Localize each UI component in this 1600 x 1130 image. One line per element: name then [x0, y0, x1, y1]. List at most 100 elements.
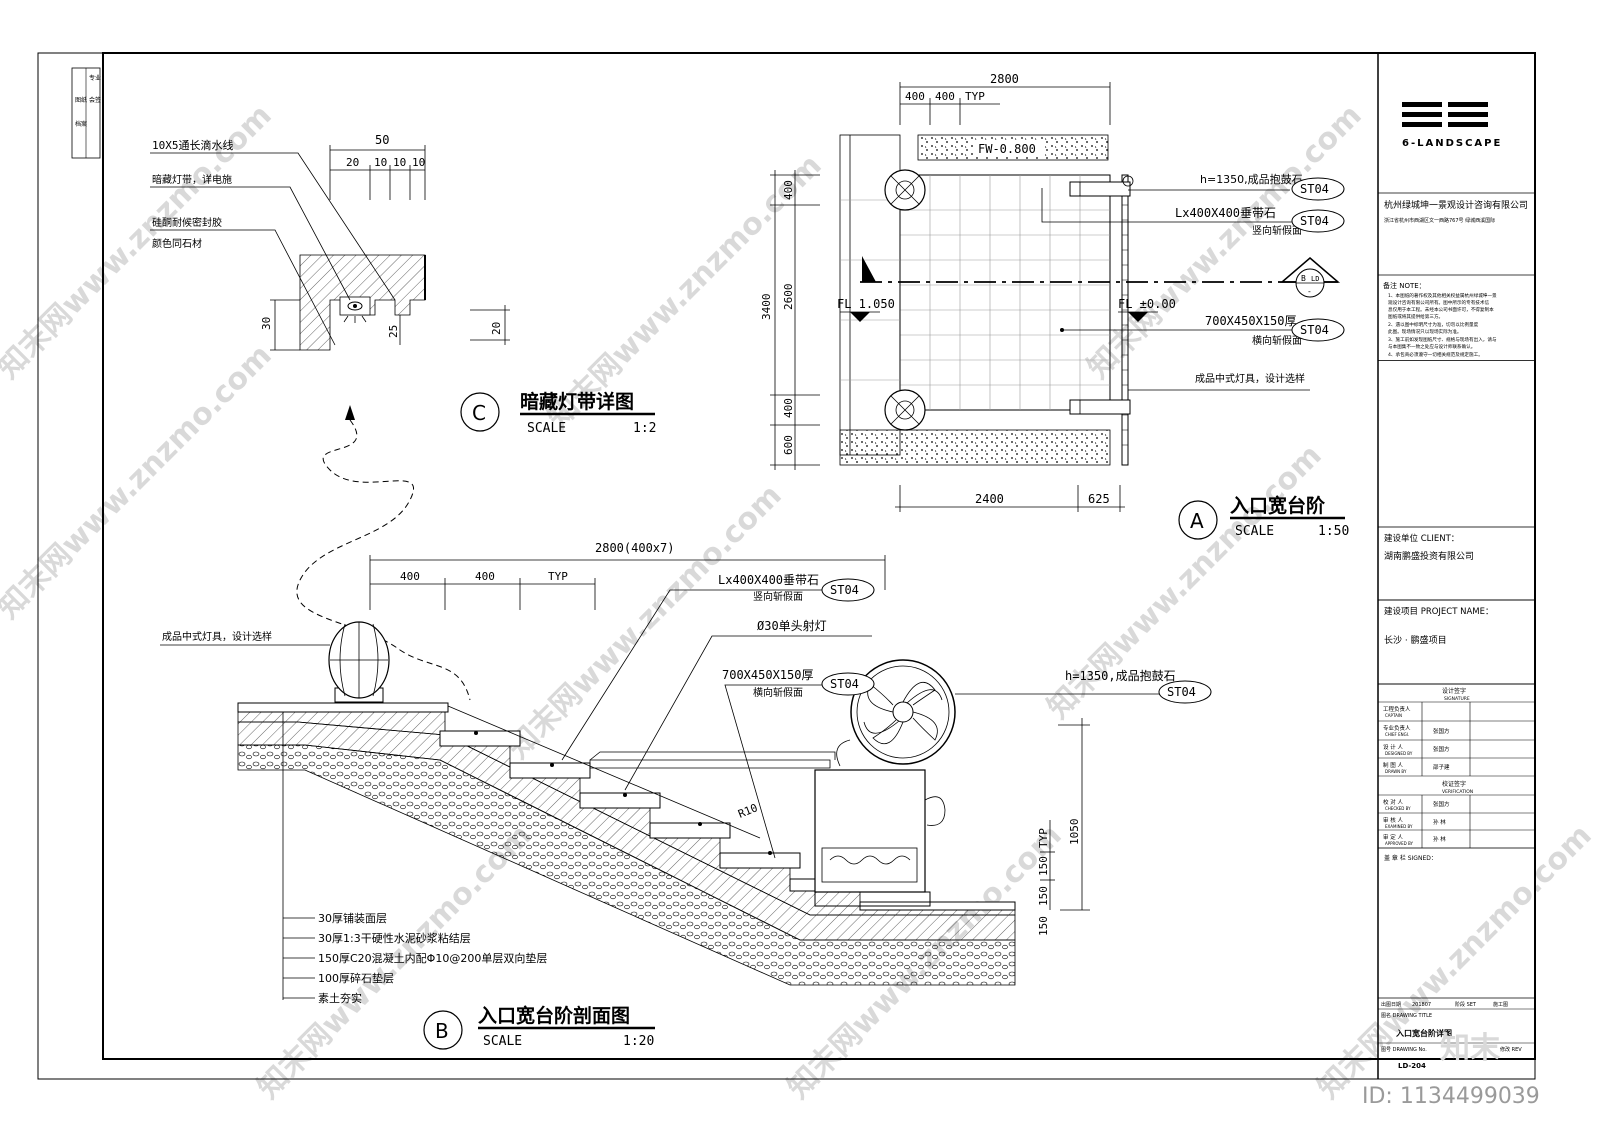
signature-table: 设计签字 SIGNATURE 工程负责人 CAPTAIN 专业负责人 CHIEF…	[1377, 683, 1536, 849]
svg-text:150: 150	[1037, 886, 1050, 906]
watermark-logo: 知末	[1440, 1031, 1500, 1066]
svg-text:150: 150	[1037, 856, 1050, 876]
svg-text:制 图 人: 制 图 人	[1383, 761, 1403, 769]
svg-text:FL 1.050: FL 1.050	[837, 297, 895, 311]
svg-text:APPROVED BY: APPROVED BY	[1385, 841, 1414, 846]
svg-text:400: 400	[400, 570, 420, 583]
svg-text:150厚C20混凝土内配Φ10@200单层双向垫层: 150厚C20混凝土内配Φ10@200单层双向垫层	[318, 951, 547, 965]
svg-text:阶段 SET: 阶段 SET	[1455, 1001, 1477, 1008]
svg-text:B: B	[1301, 274, 1306, 283]
svg-text:1、本图纸的著作权及其他相关权益属杭州绿城坤一景: 1、本图纸的著作权及其他相关权益属杭州绿城坤一景	[1388, 292, 1497, 299]
svg-text:2400: 2400	[975, 492, 1004, 506]
watermark: 知末网www.znzmo.com	[501, 478, 789, 766]
svg-text:400: 400	[475, 570, 495, 583]
svg-text:专业负责人: 专业负责人	[1383, 724, 1411, 732]
svg-text:Lx400X400垂带石: Lx400X400垂带石	[718, 573, 819, 587]
svg-text:邵子建: 邵子建	[1433, 763, 1450, 771]
side-strip: 专业 会签 图纸 档案	[71, 67, 101, 159]
svg-text:30: 30	[260, 317, 273, 330]
svg-text:1050: 1050	[1068, 819, 1081, 846]
svg-text:暗藏灯带，详电施: 暗藏灯带，详电施	[152, 173, 232, 186]
svg-text:FL ±0.00: FL ±0.00	[1118, 297, 1176, 311]
svg-text:SIGNATURE: SIGNATURE	[1444, 696, 1470, 702]
detail-a: 2800 400 400 TYP FW-0.800	[760, 72, 1349, 540]
svg-text:SCALE: SCALE	[527, 421, 566, 436]
svg-text:A: A	[1190, 509, 1204, 533]
svg-text:施工图: 施工图	[1493, 1001, 1508, 1008]
svg-text:图纸: 图纸	[75, 96, 87, 104]
svg-text:档案: 档案	[75, 120, 87, 128]
svg-text:成品中式灯具，设计选样: 成品中式灯具，设计选样	[1195, 372, 1305, 385]
svg-text:625: 625	[1088, 492, 1110, 506]
svg-text:与本图集不一致之处应与设计师联系确认。: 与本图集不一致之处应与设计师联系确认。	[1388, 343, 1475, 350]
svg-text:600: 600	[782, 435, 795, 455]
svg-text:2800: 2800	[990, 72, 1019, 86]
svg-text:25: 25	[387, 325, 400, 338]
drawing-number: LD-204	[1398, 1062, 1426, 1070]
svg-text:硅酮耐候密封胶: 硅酮耐候密封胶	[152, 216, 222, 229]
svg-text:息仅用于本工程。未经本公司书面许可，不得复制本: 息仅用于本工程。未经本公司书面许可，不得复制本	[1388, 306, 1494, 313]
svg-text:400: 400	[905, 90, 925, 103]
svg-text:审 核 人: 审 核 人	[1383, 816, 1403, 824]
svg-text:150: 150	[1037, 916, 1050, 936]
svg-text:张国方: 张国方	[1433, 745, 1450, 753]
watermark: 知末网www.znzmo.com	[0, 338, 279, 626]
svg-text:出图日期: 出图日期	[1381, 1001, 1401, 1008]
svg-text:Lx400X400垂带石: Lx400X400垂带石	[1175, 206, 1276, 220]
svg-text:VERIFICATION: VERIFICATION	[1442, 789, 1473, 795]
notes-list: 1、本图纸的著作权及其他相关权益属杭州绿城坤一景 观设计咨询有限公司所有。图中所…	[1388, 292, 1497, 358]
detail-b: 2800(400x7) 400 400 TYP	[160, 541, 1212, 1050]
svg-text:h=1350,成品抱鼓石: h=1350,成品抱鼓石	[1200, 172, 1303, 186]
svg-text:2600: 2600	[782, 284, 795, 311]
svg-text:FW-0.800: FW-0.800	[978, 142, 1036, 156]
svg-text:工程负责人: 工程负责人	[1383, 705, 1411, 713]
title-block: 6-LANDSCAPE 杭州绿城坤一景观设计咨询有限公司 浙江省杭州市西湖区文一…	[1377, 53, 1536, 1079]
svg-text:TYP: TYP	[1037, 828, 1050, 848]
client-value: 湖南鹏盛投资有限公司	[1384, 550, 1474, 562]
svg-text:-: -	[1307, 287, 1312, 296]
svg-text:LD: LD	[1311, 275, 1319, 283]
svg-text:ST04: ST04	[1300, 182, 1329, 196]
svg-text:TYP: TYP	[965, 90, 985, 103]
svg-text:竖向斩假面: 竖向斩假面	[1252, 224, 1302, 237]
svg-text:校证签字: 校证签字	[1442, 780, 1466, 788]
stamp-label: 盖 章 栏 SIGNED：	[1384, 854, 1437, 862]
project-value: 长沙 · 鹏盛项目	[1384, 634, 1447, 646]
detail-a-title: 入口宽台阶	[1230, 494, 1326, 517]
svg-text:DESIGNED BY: DESIGNED BY	[1385, 751, 1413, 756]
svg-text:DRAWN BY: DRAWN BY	[1385, 769, 1407, 774]
svg-text:专业: 专业	[89, 74, 101, 82]
svg-text:图纸或将其提供给第三方。: 图纸或将其提供给第三方。	[1388, 313, 1443, 320]
svg-text:图名 DRAWING TITLE: 图名 DRAWING TITLE	[1381, 1012, 1432, 1019]
svg-text:CAPTAIN: CAPTAIN	[1385, 713, 1402, 718]
drawing-info: 出图日期 201807 阶段 SET 施工图 图名 DRAWING TITLE …	[1378, 997, 1535, 1070]
layer-labels: 30厚铺装面层 30厚1:3干硬性水泥砂浆粘结层 150厚C20混凝土内配Φ10…	[283, 912, 547, 1005]
logo-text: 6-LANDSCAPE	[1402, 138, 1502, 149]
svg-text:100厚碎石垫层: 100厚碎石垫层	[318, 971, 394, 985]
detail-c: 50 20 10 10 10 30 25 20 10X5通长滴水线	[150, 133, 656, 436]
svg-text:1:20: 1:20	[623, 1034, 654, 1049]
svg-text:Ø30单头射灯: Ø30单头射灯	[757, 618, 827, 633]
svg-text:观设计咨询有限公司所有。图中所示的专有技术信: 观设计咨询有限公司所有。图中所示的专有技术信	[1388, 299, 1489, 306]
svg-text:h=1350,成品抱鼓石: h=1350,成品抱鼓石	[1065, 668, 1176, 683]
svg-text:50: 50	[375, 133, 389, 147]
svg-text:ST04: ST04	[1300, 214, 1329, 228]
svg-text:10: 10	[374, 156, 387, 169]
company-name: 杭州绿城坤一景观设计咨询有限公司	[1384, 199, 1528, 211]
svg-text:成品中式灯具，设计选样: 成品中式灯具，设计选样	[162, 630, 272, 643]
svg-text:10: 10	[393, 156, 406, 169]
svg-text:SCALE: SCALE	[483, 1034, 522, 1049]
svg-text:孙 林: 孙 林	[1433, 818, 1446, 826]
svg-text:孙 林: 孙 林	[1433, 835, 1446, 843]
svg-text:会签: 会签	[89, 96, 101, 104]
svg-text:ST04: ST04	[1167, 685, 1196, 699]
svg-text:横向斩假面: 横向斩假面	[753, 686, 803, 699]
svg-text:1:50: 1:50	[1318, 524, 1349, 539]
svg-text:CHIEF ENGI.: CHIEF ENGI.	[1385, 732, 1409, 737]
svg-text:R10: R10	[736, 801, 759, 820]
watermark: 知末网www.znzmo.com	[1081, 98, 1369, 386]
svg-text:张国方: 张国方	[1433, 800, 1450, 808]
svg-text:CHECKED BY: CHECKED BY	[1385, 806, 1411, 811]
drawing-title: 入口宽台阶详图	[1395, 1028, 1452, 1038]
